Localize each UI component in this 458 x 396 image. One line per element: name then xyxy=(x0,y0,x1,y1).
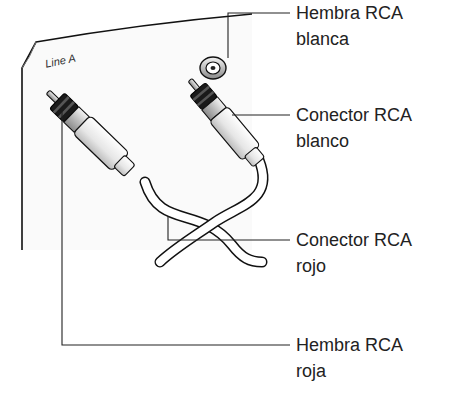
white-jack xyxy=(200,57,226,79)
callout-label: Hembra RCA blanca xyxy=(296,0,421,52)
leader-lines xyxy=(62,13,290,345)
callout-label: Hembra RCA roja xyxy=(296,332,421,384)
callout-label: Conector RCA rojo xyxy=(296,227,421,279)
callout-label: Conector RCA blanco xyxy=(296,102,421,154)
white-plug xyxy=(181,72,268,169)
red-plug xyxy=(39,83,138,180)
